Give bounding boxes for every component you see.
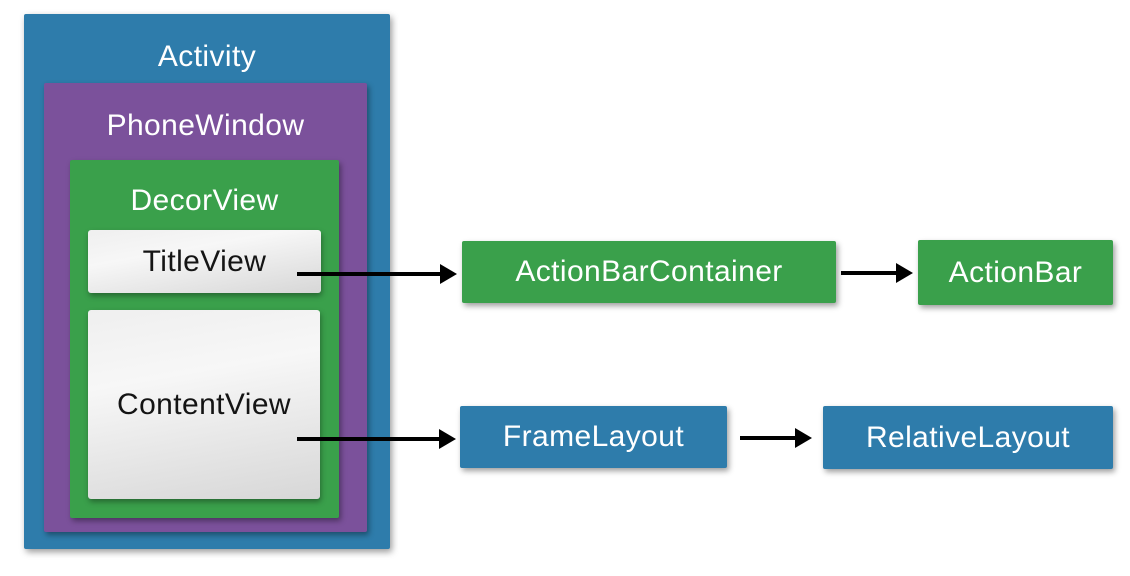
actionbar-box: ActionBar [918,240,1113,305]
decorview-box: DecorView TitleView ContentView [70,160,339,518]
actionbarcontainer-label: ActionBarContainer [515,255,783,288]
arrow-contentview-to-framelayout [297,429,456,449]
decorview-label: DecorView [130,184,279,217]
relativelayout-label: RelativeLayout [865,420,1071,454]
arrow-shaft [841,271,896,275]
contentview-label: ContentView [117,387,291,421]
arrow-shaft [740,436,795,440]
arrowhead-icon [896,263,913,283]
arrowhead-icon [440,264,457,284]
contentview-box: ContentView [88,310,320,499]
arrow-titleview-to-actionbarcontainer [297,264,457,284]
arrow-actionbarcontainer-to-actionbar [841,263,913,283]
arrowhead-icon [439,429,456,449]
framelayout-box: FrameLayout [460,406,727,468]
actionbarcontainer-box: ActionBarContainer [462,241,836,303]
titleview-box: TitleView [88,230,321,293]
actionbar-label: ActionBar [948,255,1083,289]
activity-label: Activity [157,40,257,73]
phonewindow-label: PhoneWindow [106,109,305,142]
framelayout-label: FrameLayout [502,420,685,453]
relativelayout-box: RelativeLayout [823,406,1113,469]
arrow-shaft [297,272,440,276]
phonewindow-box: PhoneWindow DecorView TitleView ContentV… [44,83,367,532]
arrowhead-icon [795,428,812,448]
titleview-label: TitleView [142,244,267,278]
arrow-framelayout-to-relativelayout [740,428,812,448]
arrow-shaft [297,437,439,441]
activity-box: Activity PhoneWindow DecorView TitleView… [24,14,390,549]
